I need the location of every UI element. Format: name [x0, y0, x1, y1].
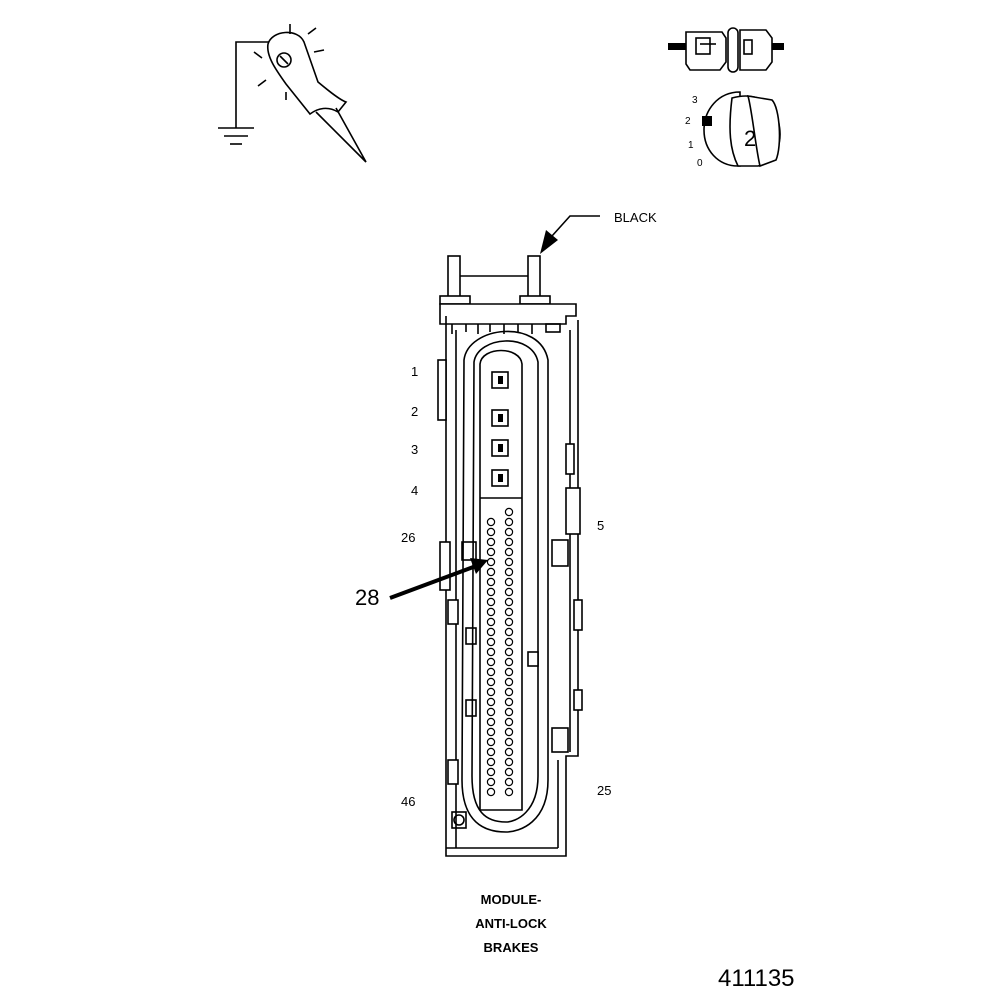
terminal-pin [486, 597, 496, 607]
figure-id: 411135 [718, 965, 795, 992]
terminal-pin [504, 547, 514, 557]
terminal-pin [486, 737, 496, 747]
pin-grid [486, 507, 514, 797]
pin-label-3: 3 [411, 442, 418, 457]
terminal-pin [504, 687, 514, 697]
terminal-pin [486, 657, 496, 667]
terminal-pin [504, 757, 514, 767]
terminal-pin [504, 537, 514, 547]
terminal-pin [486, 697, 496, 707]
caption-line-1: MODULE- [481, 892, 542, 907]
terminal-pin [504, 677, 514, 687]
ignition-switch-icon: 3 2 1 0 2 [685, 91, 781, 169]
terminal-pin [504, 577, 514, 587]
terminal-pin [486, 767, 496, 777]
caption-line-2: ANTI-LOCK [475, 916, 547, 931]
terminal-pin [486, 687, 496, 697]
test-light-probe-icon [218, 24, 367, 163]
terminal-pin [486, 567, 496, 577]
terminal-pin [504, 777, 514, 787]
ignition-key-position: 2 [744, 126, 756, 151]
terminal-pin [486, 747, 496, 757]
terminal-pin [486, 537, 496, 547]
terminal-pin [486, 517, 496, 527]
terminal-pin [486, 617, 496, 627]
pin-label-1: 1 [411, 364, 418, 379]
pin-label-46: 46 [401, 794, 415, 809]
terminal-pin [504, 627, 514, 637]
terminal-pin [486, 677, 496, 687]
terminal-pin [504, 637, 514, 647]
ignition-position-0: 0 [697, 158, 703, 169]
terminal-pin [486, 667, 496, 677]
pin-label-2: 2 [411, 404, 418, 419]
terminal-pin [504, 607, 514, 617]
terminal-pin [486, 627, 496, 637]
terminal-pin [504, 737, 514, 747]
ignition-position-1: 1 [688, 140, 694, 151]
ignition-position-3: 3 [692, 95, 698, 106]
pin-label-25: 25 [597, 783, 611, 798]
terminal-pin [486, 757, 496, 767]
terminal-pin [486, 727, 496, 737]
terminal-pin [504, 597, 514, 607]
large-terminals [491, 371, 509, 487]
caption-line-3: BRAKES [484, 940, 539, 955]
terminal-pin [504, 557, 514, 567]
pin-28-callout-arrow [389, 558, 488, 600]
terminal-pin [486, 557, 496, 567]
terminal-pin [486, 707, 496, 717]
terminal-pin [504, 697, 514, 707]
pin-label-26: 26 [401, 530, 415, 545]
terminal-pin [504, 667, 514, 677]
terminal-pin [504, 647, 514, 657]
terminal-pin [486, 587, 496, 597]
terminal-pin [504, 617, 514, 627]
connector-disconnect-icon [668, 27, 784, 73]
abs-module-connector [437, 255, 583, 857]
terminal-pin [504, 767, 514, 777]
wire-color-callout [540, 215, 600, 254]
terminal-pin [486, 527, 496, 537]
terminal-pin [504, 507, 514, 517]
terminal-pin [504, 787, 514, 797]
terminal-pin [504, 747, 514, 757]
terminal-pin [486, 787, 496, 797]
terminal-pin [486, 637, 496, 647]
terminal-pin [486, 717, 496, 727]
terminal-pin [504, 717, 514, 727]
terminal-pin [504, 517, 514, 527]
terminal-pin [486, 547, 496, 557]
terminal-pin [504, 727, 514, 737]
ignition-position-2: 2 [685, 116, 691, 127]
terminal-pin [504, 527, 514, 537]
terminal-pin [504, 587, 514, 597]
pin-label-5: 5 [597, 518, 604, 533]
terminal-pin [504, 707, 514, 717]
terminal-pin [486, 647, 496, 657]
wire-color-label: BLACK [614, 210, 657, 225]
terminal-pin [504, 567, 514, 577]
terminal-pin [486, 777, 496, 787]
pin-callout-label: 28 [355, 585, 379, 610]
pin-label-4: 4 [411, 483, 418, 498]
terminal-pin [486, 577, 496, 587]
terminal-pin [504, 657, 514, 667]
terminal-pin [486, 607, 496, 617]
